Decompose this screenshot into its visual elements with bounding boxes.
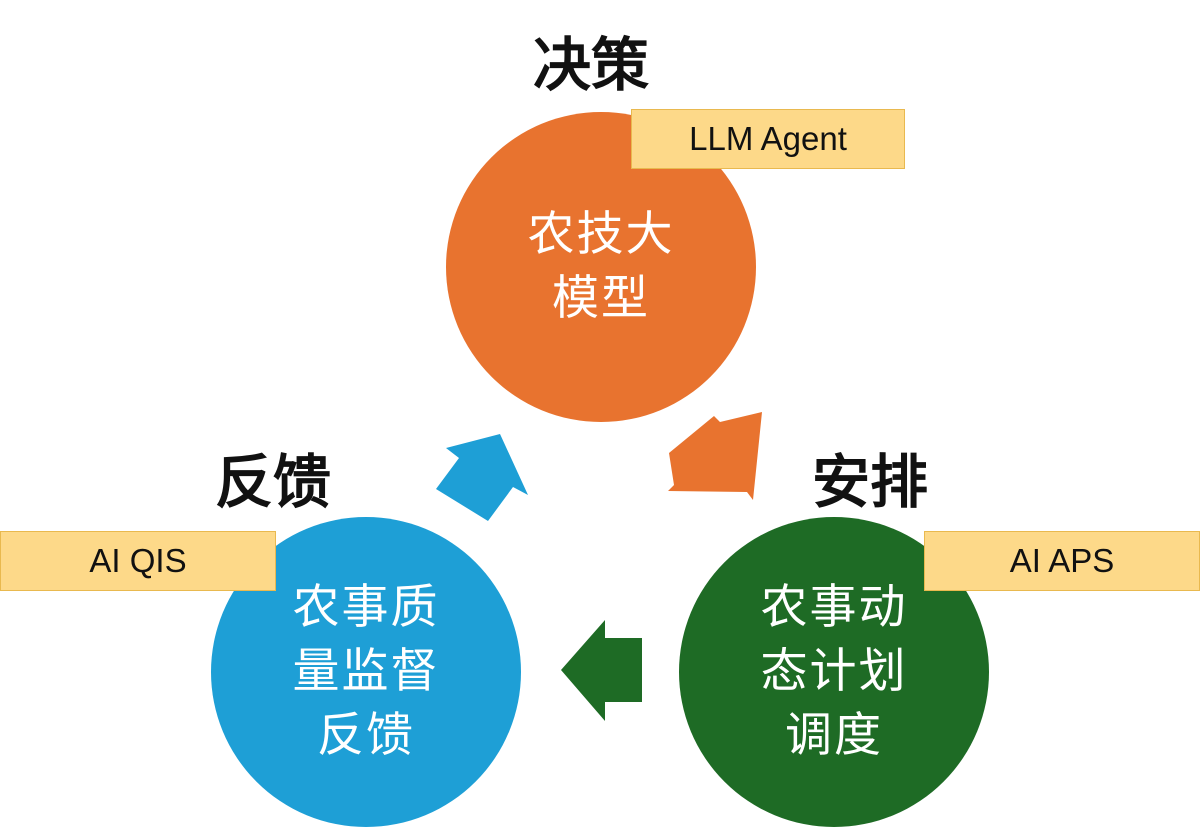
llm-agent-tag: LLM Agent: [631, 109, 905, 169]
feedback-label: 反馈: [215, 448, 332, 516]
decision-label: 决策: [533, 31, 650, 99]
arrow-schedule-to-feedback: [561, 620, 642, 721]
schedule-circle-text: 农事动 态计划 调度: [760, 580, 908, 763]
schedule-label: 安排: [812, 448, 929, 516]
decision-circle-text: 农技大 模型: [527, 207, 675, 326]
arrow-decision-to-schedule: [668, 412, 762, 500]
feedback-circle-text: 农事质 量监督 反馈: [292, 580, 440, 763]
decision-circle: 农技大 模型: [446, 112, 756, 422]
arrow-feedback-to-decision: [436, 434, 528, 521]
ai-aps-tag: AI APS: [924, 531, 1200, 591]
ai-qis-tag: AI QIS: [0, 531, 276, 591]
